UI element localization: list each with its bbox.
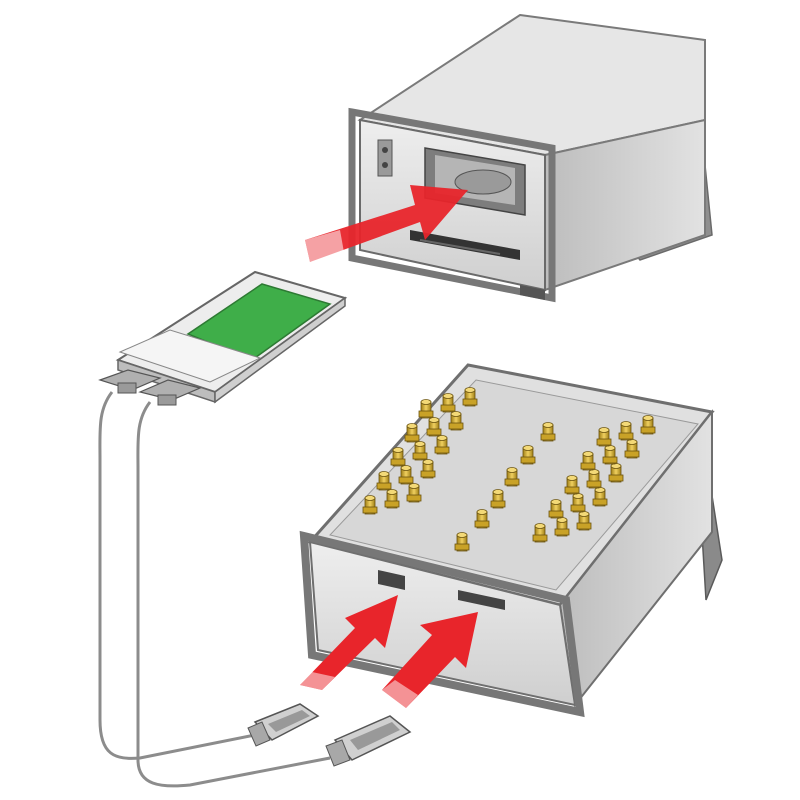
cable-end-connector-2 bbox=[325, 715, 412, 767]
coax-port-left-6 bbox=[440, 393, 456, 413]
coax-port-center-4 bbox=[490, 489, 506, 509]
coax-port-right-6 bbox=[618, 421, 634, 441]
cable-1 bbox=[98, 391, 256, 760]
coax-port-left-10 bbox=[384, 489, 400, 509]
coax-port-left-1 bbox=[462, 387, 478, 407]
coax-port-right-11 bbox=[596, 427, 612, 447]
coax-port-right-13 bbox=[564, 475, 580, 495]
coax-port-right-12 bbox=[580, 451, 596, 471]
interface-cables bbox=[98, 391, 331, 788]
coax-port-right-15 bbox=[532, 523, 548, 543]
coax-port-left-13 bbox=[390, 447, 406, 467]
coax-port-right-3 bbox=[608, 463, 624, 483]
coax-port-right-10 bbox=[554, 517, 570, 537]
insert-card-arrow bbox=[305, 185, 468, 262]
coax-port-center-1 bbox=[540, 422, 556, 442]
coax-port-right-14 bbox=[548, 499, 564, 519]
cable-2 bbox=[136, 401, 331, 788]
coax-port-left-8 bbox=[412, 441, 428, 461]
coax-port-left-11 bbox=[418, 399, 434, 419]
coax-port-center-6 bbox=[454, 532, 470, 552]
coax-port-right-4 bbox=[592, 487, 608, 507]
coax-port-left-2 bbox=[448, 411, 464, 431]
coax-port-left-14 bbox=[376, 471, 392, 491]
card-connector-1 bbox=[98, 369, 162, 394]
coax-port-left-4 bbox=[420, 459, 436, 479]
coax-port-left-15 bbox=[362, 495, 378, 515]
coax-port-right-9 bbox=[570, 493, 586, 513]
coax-port-center-2 bbox=[520, 445, 536, 465]
coax-port-left-12 bbox=[404, 423, 420, 443]
connect-cable-2-arrow bbox=[382, 612, 478, 708]
instrument-chassis bbox=[348, 13, 713, 303]
coax-port-center-3 bbox=[504, 467, 520, 487]
coaxial-switch-box bbox=[299, 363, 723, 718]
coax-port-right-7 bbox=[602, 445, 618, 465]
coax-port-center-5 bbox=[474, 509, 490, 529]
coax-port-left-9 bbox=[398, 465, 414, 485]
card-connector-2 bbox=[138, 379, 202, 406]
connect-cable-1-arrow bbox=[300, 595, 398, 690]
coax-port-right-5 bbox=[576, 511, 592, 531]
interface-card bbox=[98, 270, 348, 406]
coax-port-left-7 bbox=[426, 417, 442, 437]
coaxial-ports-group bbox=[362, 387, 656, 552]
cable-end-connector-1 bbox=[247, 703, 320, 747]
coax-port-right-8 bbox=[586, 469, 602, 489]
coax-port-right-1 bbox=[640, 415, 656, 435]
coax-port-right-2 bbox=[624, 439, 640, 459]
coax-port-left-5 bbox=[406, 483, 422, 503]
coax-port-left-3 bbox=[434, 435, 450, 455]
